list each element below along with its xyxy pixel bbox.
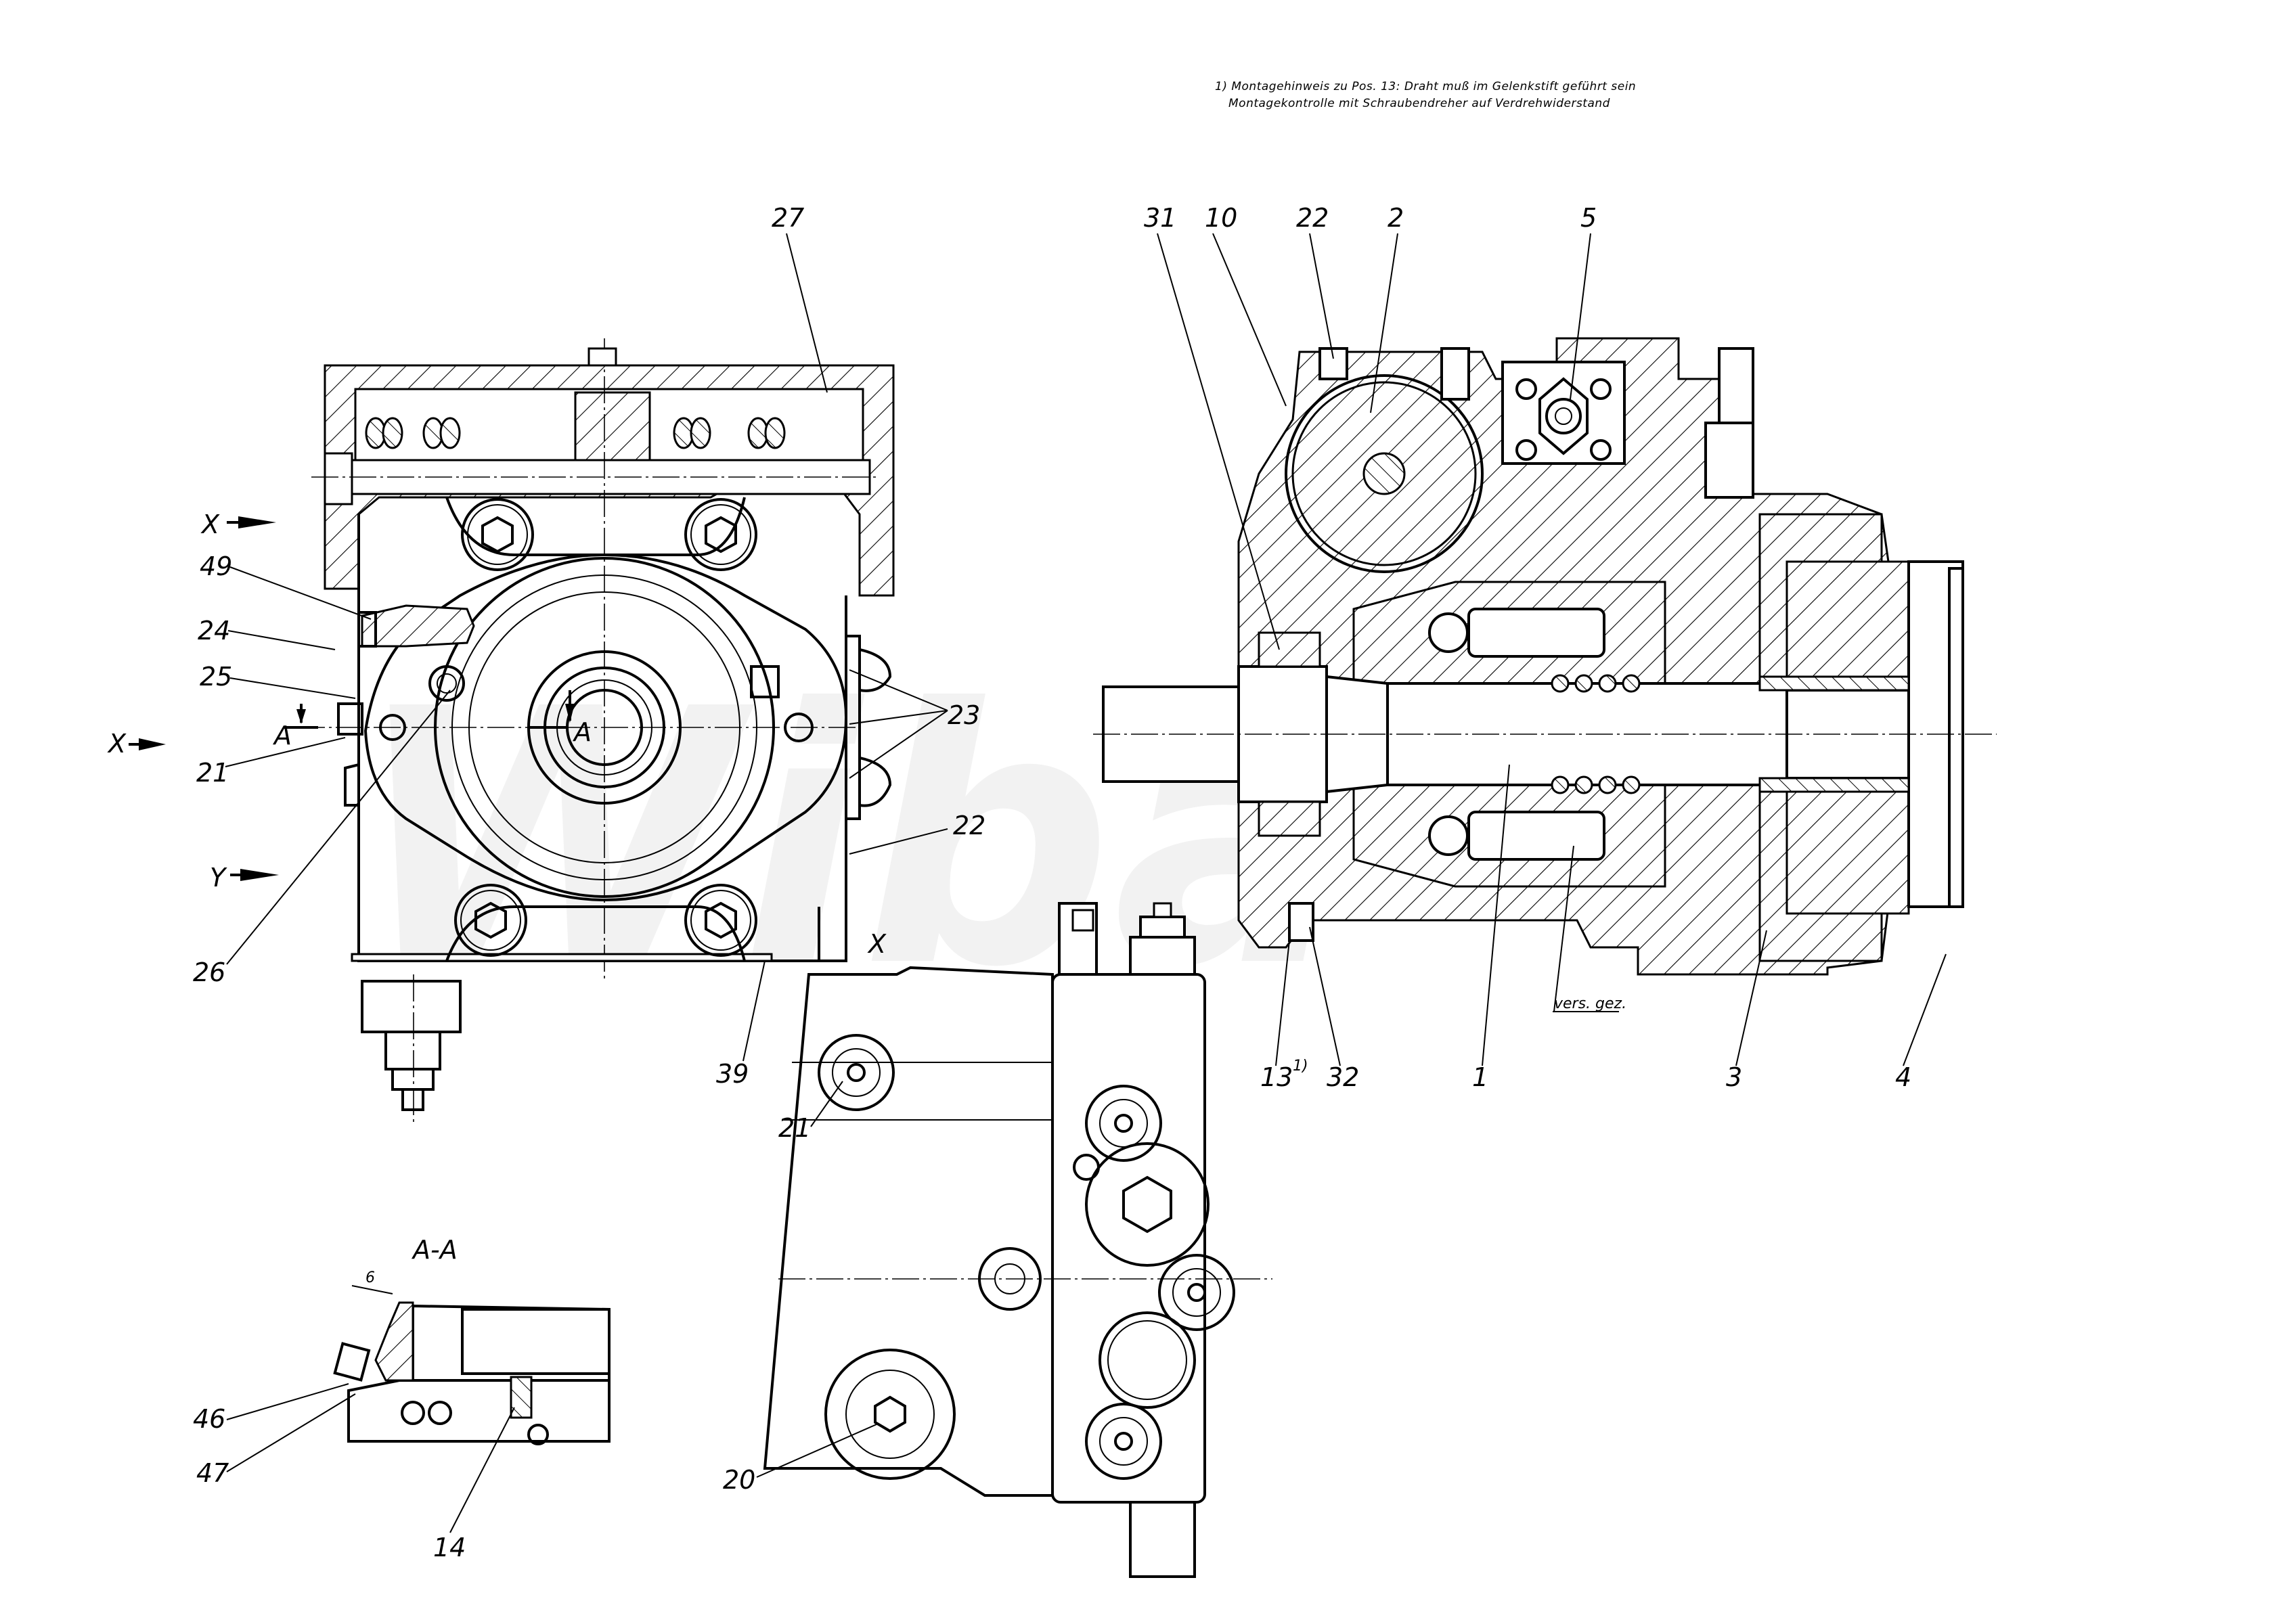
callout-13-footnote: 1) [1293, 1058, 1308, 1075]
callout-5: 5 [1580, 203, 1597, 233]
callout-22: 22 [953, 811, 985, 840]
flange-bolts [454, 498, 757, 957]
view-x: X 21 20 [723, 902, 1272, 1578]
callout-25: 25 [200, 662, 232, 692]
svg-text:X: X [107, 729, 127, 759]
vers-gez-annotation: vers. gez. [1554, 995, 1626, 1012]
callout-1: 1 [1472, 1062, 1488, 1092]
callout-4: 4 [1895, 1062, 1911, 1092]
callout-27: 27 [772, 203, 804, 233]
callout-2: 2 [1388, 203, 1404, 233]
callout-21: 21 [196, 758, 229, 788]
assembly-note-line-1: 1) Montagehinweis zu Pos. 13: Draht muß … [1215, 80, 1637, 93]
callout-39: 39 [716, 1059, 749, 1089]
callout-21b: 21 [778, 1113, 811, 1143]
view-x-arrow-mid: X [107, 729, 166, 759]
section-aa-title: A-A [411, 1235, 458, 1265]
svg-text:X: X [200, 510, 220, 539]
spool-nut [324, 452, 353, 505]
section-a-left-label: A [272, 721, 292, 750]
view-x-title: X [867, 929, 887, 959]
bottom-fitting [361, 974, 462, 1123]
callout-24: 24 [198, 616, 230, 646]
front-view-callouts: 27 49 24 25 21 26 23 22 39 [193, 203, 985, 1089]
piston-lower [1467, 811, 1605, 861]
assembly-note-line-2: Montagekontrolle mit Schraubendreher auf… [1228, 97, 1610, 110]
callout-47: 47 [196, 1458, 229, 1488]
callout-14: 14 [433, 1533, 466, 1562]
dimension-6: 6 [365, 1269, 375, 1286]
piston-upper [1467, 608, 1605, 658]
svg-text:Y: Y [210, 863, 227, 893]
callout-26: 26 [193, 957, 225, 987]
section-view: 31 10 22 2 5 13 1) 32 1 3 4 [1093, 203, 1997, 1092]
callout-3: 3 [1726, 1062, 1742, 1092]
callout-32: 32 [1327, 1062, 1359, 1092]
callout-31: 31 [1144, 203, 1176, 233]
callout-23: 23 [948, 700, 980, 730]
valve-block [1051, 973, 1206, 1504]
section-a-center-label: A [572, 717, 592, 747]
section-aa-view: A-A 6 46 47 14 [193, 1235, 611, 1562]
center-spring [1551, 674, 1641, 794]
view-y-arrow: Y [210, 863, 279, 893]
section-a-marker: A A [272, 690, 592, 750]
callout-49: 49 [200, 551, 232, 581]
callout-10: 10 [1205, 203, 1237, 233]
callout-46: 46 [193, 1404, 225, 1434]
callout-20: 20 [723, 1465, 755, 1495]
front-view: A A X X Y 27 49 24 [107, 203, 985, 1123]
callout-13: 13 [1260, 1062, 1293, 1092]
view-x-arrow-top: X [200, 510, 276, 539]
callout-22b: 22 [1296, 203, 1329, 233]
section-view-callouts: 31 10 22 2 5 13 1) 32 1 3 4 [1144, 203, 1947, 1092]
